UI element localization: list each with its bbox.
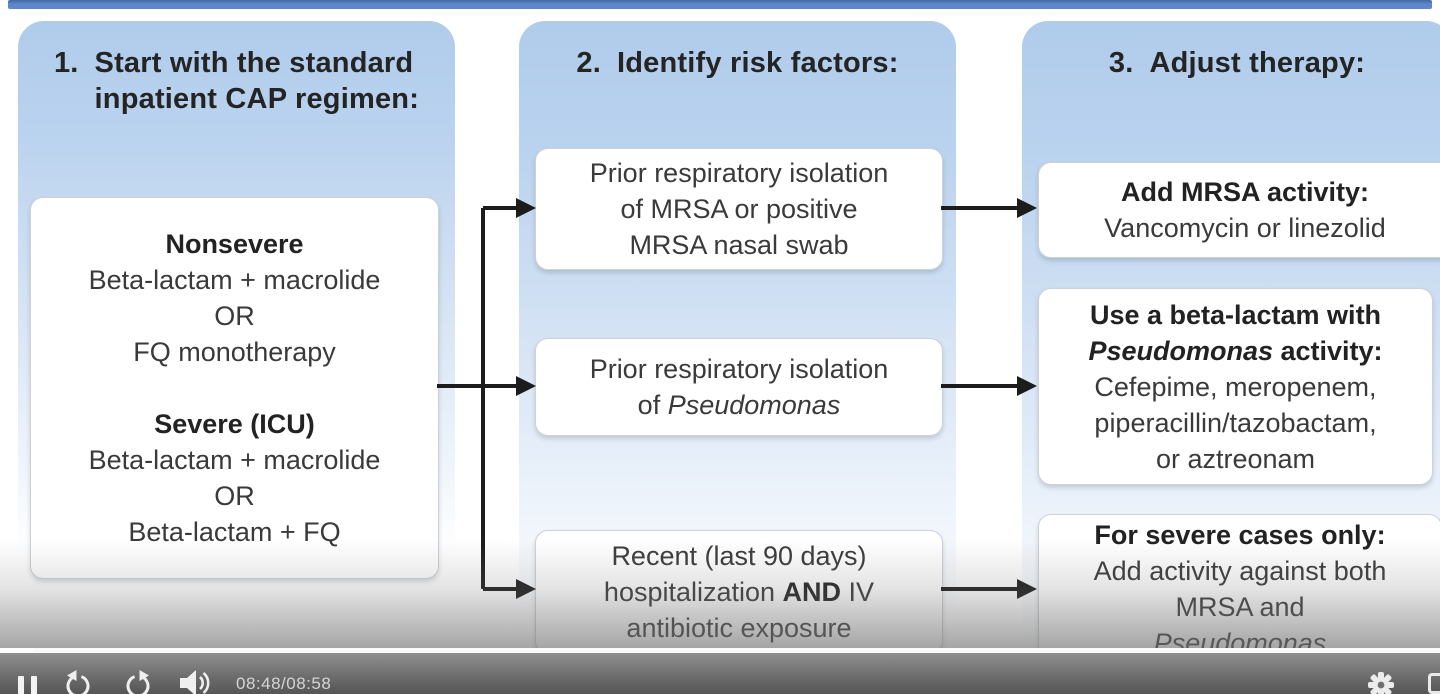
severe-line2: OR [214,481,255,511]
risk-hosp-line1: Recent (last 90 days) [611,541,867,571]
rewind-icon [66,675,90,694]
gear-hole [1377,681,1385,689]
risk-mrsa-line2: of MRSA or positive [620,194,858,224]
column2-header-text: Identify risk factors: [617,47,899,79]
risk-pseudomonas-box: Prior respiratory isolation of Pseudomon… [535,338,943,436]
forward-icon [126,675,150,694]
volume-wave-icon [199,676,204,690]
therapy-pseudomonas-box: Use a beta-lactam with Pseudomonas activ… [1038,288,1433,485]
seek-bar[interactable] [33,648,1440,653]
therapy-pseudo-drugs1: Cefepime, meropenem, [1094,371,1377,402]
therapy-pseudo-drugs2: piperacillin/tazobactam, [1094,407,1377,438]
volume-button[interactable] [180,670,214,694]
slide-top-accent-bar [8,0,1432,9]
nonsevere-subhead: Nonsevere [165,229,304,259]
risk-mrsa-line3: MRSA nasal swab [629,230,849,260]
timestamp: 08:48/08:58 [236,674,332,693]
nonsevere-line2: OR [214,301,255,331]
column1-header-line1: Start with the standard [94,47,414,79]
therapy-mrsa-drugs: Vancomycin or linezolid [1104,213,1386,243]
risk-hospitalization-box: Recent (last 90 days) hospitalization AN… [535,530,943,654]
therapy-pseudo-drugs3: or aztreonam [1155,443,1316,474]
player-control-bar: 08:48/08:58 [0,653,1440,694]
therapy-pseudo-title2: Pseudomonas activity: [1088,335,1383,366]
risk-mrsa-line1: Prior respiratory isolation [589,158,889,188]
column1-number: 1. [53,47,79,79]
column1-header-line2: inpatient CAP regimen: [94,83,420,115]
rewind-button[interactable] [62,668,94,694]
therapy-mrsa-title: Add MRSA activity: [1120,177,1370,207]
nonsevere-line3: FQ monotherapy [133,337,336,367]
column1-header: 1. Start with the standard inpatient CAP… [18,21,455,117]
therapy-pseudo-title1: Use a beta-lactam with [1089,299,1382,330]
column2-number: 2. [576,47,601,79]
pause-icon [31,676,37,694]
settings-button[interactable] [1368,672,1394,694]
cap-regimen-box: Nonsevere Beta-lactam + macrolide OR FQ … [30,197,439,579]
volume-wave-icon [202,672,210,694]
severe-subhead: Severe (ICU) [154,409,315,439]
pause-icon [18,676,24,694]
rewind-arrowhead-icon [67,670,77,681]
risk-mrsa-box: Prior respiratory isolation of MRSA or p… [535,148,943,270]
severe-line3: Beta-lactam + FQ [128,517,341,547]
therapy-mrsa-box: Add MRSA activity: Vancomycin or linezol… [1038,162,1440,258]
column3-header: 3. Adjust therapy: [1022,21,1440,81]
risk-pseudomonas-line2: of Pseudomonas [637,390,841,420]
column3-number: 3. [1108,47,1134,79]
risk-hosp-line3: antibiotic exposure [626,613,852,643]
forward-arrowhead-icon [139,670,149,681]
therapy-severe-line2: Add activity against both [1093,556,1387,586]
column2-header: 2. Identify risk factors: [519,21,956,81]
forward-button[interactable] [122,668,154,694]
nonsevere-line1: Beta-lactam + macrolide [88,265,381,295]
risk-hosp-line2: hospitalization AND IV [603,577,875,607]
risk-pseudomonas-line1: Prior respiratory isolation [589,354,889,384]
severe-line1: Beta-lactam + macrolide [88,445,381,475]
therapy-severe-title: For severe cases only: [1094,520,1386,550]
therapy-severe-box: For severe cases only: Add activity agai… [1038,514,1440,664]
pause-button[interactable] [18,676,37,694]
volume-icon [180,670,196,694]
therapy-severe-line3: MRSA and [1175,592,1305,622]
clipped-right-icon[interactable] [1428,673,1440,694]
column3-header-text: Adjust therapy: [1149,47,1366,79]
